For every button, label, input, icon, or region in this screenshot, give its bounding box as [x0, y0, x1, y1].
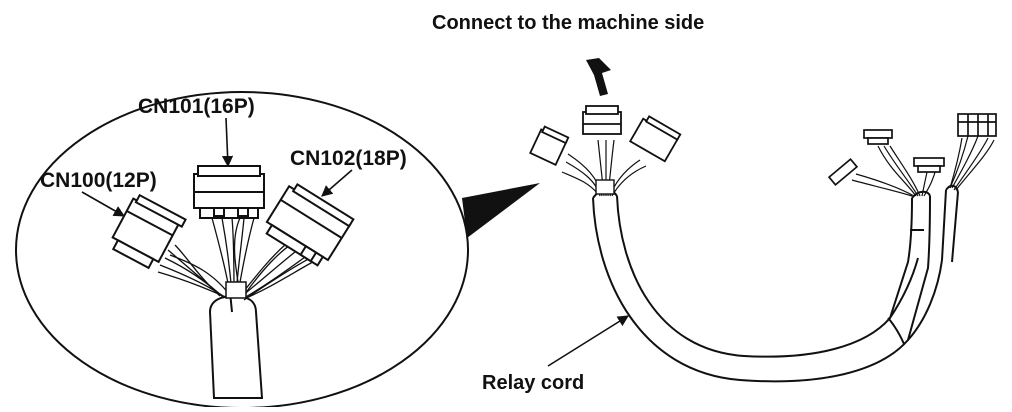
machine-side-connector-center: [582, 105, 622, 135]
relay-cord-label: Relay cord: [482, 372, 585, 394]
cn101-label: CN101(16P): [138, 95, 255, 118]
machine-side-connector-left: [529, 125, 570, 166]
relay-cord-pointer: [547, 315, 629, 367]
cn100-connector: [111, 193, 187, 270]
relay-cord-sheath: [592, 184, 959, 383]
cn100-label: CN100(12P): [40, 169, 157, 192]
detail-callout-arrows: [81, 117, 353, 217]
detail-cable-sheath: [208, 291, 264, 399]
connect-machine-side-label: Connect to the machine side: [432, 12, 705, 34]
far-side-wires: [851, 135, 995, 197]
cn101-connector: [193, 165, 265, 219]
cn102-label: CN102(18P): [290, 147, 407, 170]
far-side-connectors: [827, 113, 997, 187]
machine-side-connector-right: [628, 115, 682, 163]
cn102-connector: [265, 182, 355, 267]
zoom-wedge: [462, 183, 540, 238]
machine-side-arrow: [586, 58, 611, 96]
